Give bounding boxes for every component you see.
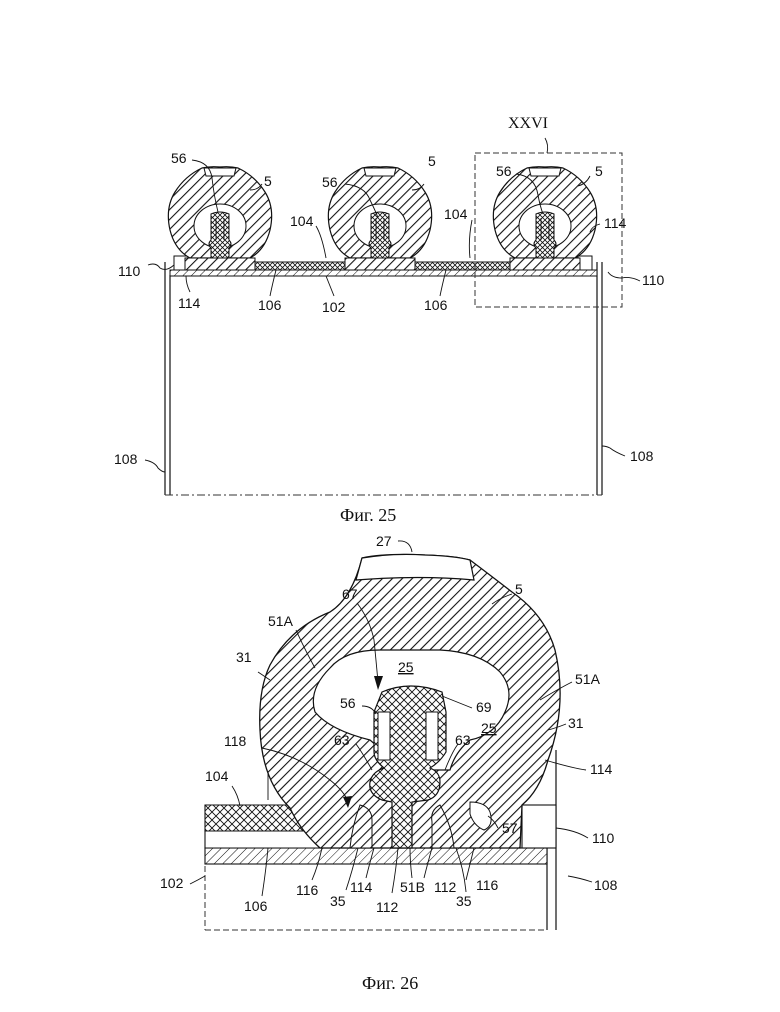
label-51b: 51B (400, 879, 425, 895)
figure-25: XXVI 56 5 56 5 56 5 104 104 (114, 115, 665, 525)
base-plate-detail (205, 848, 547, 864)
label-106: 106 (244, 898, 268, 914)
clamp-feet (185, 258, 580, 270)
label-35-left: 35 (330, 893, 346, 909)
label-114-left: 114 (178, 295, 201, 311)
label-116-right: 116 (476, 877, 499, 893)
label-102: 102 (322, 299, 346, 315)
container-walls (165, 262, 602, 495)
label-104-b: 104 (444, 206, 468, 222)
top-cap-27 (356, 554, 474, 580)
label-108: 108 (594, 877, 618, 893)
clamp-profile-3 (493, 167, 596, 258)
label-108-right: 108 (630, 448, 654, 464)
label-102: 102 (160, 875, 184, 891)
label-112-right: 112 (434, 879, 457, 895)
label-116-left: 116 (296, 882, 319, 898)
label-25-right: 25 (481, 720, 497, 736)
label-5: 5 (515, 581, 523, 597)
figure-25-caption: Фиг. 25 (340, 505, 396, 525)
label-108-left: 108 (114, 451, 138, 467)
label-56-a: 56 (171, 150, 187, 166)
label-27: 27 (376, 533, 392, 549)
label-112-left: 112 (376, 899, 399, 915)
label-110-left: 110 (118, 263, 141, 279)
figure-26: 27 67 5 51A 25 31 51A 56 69 25 31 118 63… (160, 533, 618, 993)
label-56-b: 56 (322, 174, 338, 190)
label-25-top: 25 (398, 659, 414, 675)
label-114-right: 114 (590, 761, 613, 777)
label-114-right: 114 (604, 215, 627, 231)
label-51a-right: 51A (575, 671, 601, 687)
label-63-left: 63 (334, 732, 350, 748)
base-plate (170, 270, 597, 276)
label-110-right: 110 (642, 272, 665, 288)
label-104: 104 (205, 768, 229, 784)
label-57: 57 (502, 820, 518, 836)
label-67: 67 (342, 586, 358, 602)
side-block-110 (522, 805, 556, 848)
detail-marker: XXVI (508, 115, 548, 132)
label-35-right: 35 (456, 893, 472, 909)
clamp-profile-1 (168, 167, 271, 258)
insert-groove-left (378, 712, 390, 760)
label-5-b: 5 (428, 153, 436, 169)
label-51a-left: 51A (268, 613, 294, 629)
label-110: 110 (592, 830, 615, 846)
label-106-b: 106 (424, 297, 448, 313)
figure-26-caption: Фиг. 26 (362, 973, 418, 993)
label-118: 118 (224, 733, 247, 749)
label-104-a: 104 (290, 213, 314, 229)
clamp-profile-2 (328, 167, 431, 258)
label-56-c: 56 (496, 163, 512, 179)
label-106-a: 106 (258, 297, 282, 313)
label-31-right: 31 (568, 715, 584, 731)
label-69: 69 (476, 699, 492, 715)
label-5-a: 5 (264, 173, 272, 189)
insert-groove-right (426, 712, 438, 760)
label-63-right: 63 (455, 732, 471, 748)
label-5-c: 5 (595, 163, 603, 179)
label-31-left: 31 (236, 649, 252, 665)
label-114-bottom: 114 (350, 879, 373, 895)
label-56: 56 (340, 695, 356, 711)
